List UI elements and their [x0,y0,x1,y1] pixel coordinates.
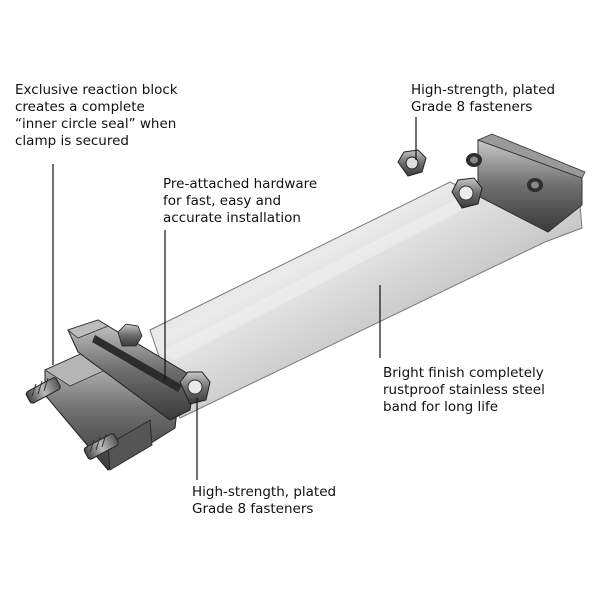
loose-hex-nut [397,149,427,177]
callout-fasteners-top: High-strength, plated Grade 8 fasteners [411,82,556,115]
callout-finish: Bright finish completely rustproof stain… [383,365,545,415]
band-bolt-head [451,177,483,209]
front-hex-nut [117,323,211,405]
callout-hardware: Pre-attached hardware for fast, easy and… [163,176,318,226]
hardware-channel [67,319,196,421]
threaded-bolts [25,377,119,460]
callout-fasteners-bottom: High-strength, plated Grade 8 fasteners [192,484,337,517]
leader-lines [52,117,417,480]
callout-reaction-block: Exclusive reaction block creates a compl… [15,82,178,149]
